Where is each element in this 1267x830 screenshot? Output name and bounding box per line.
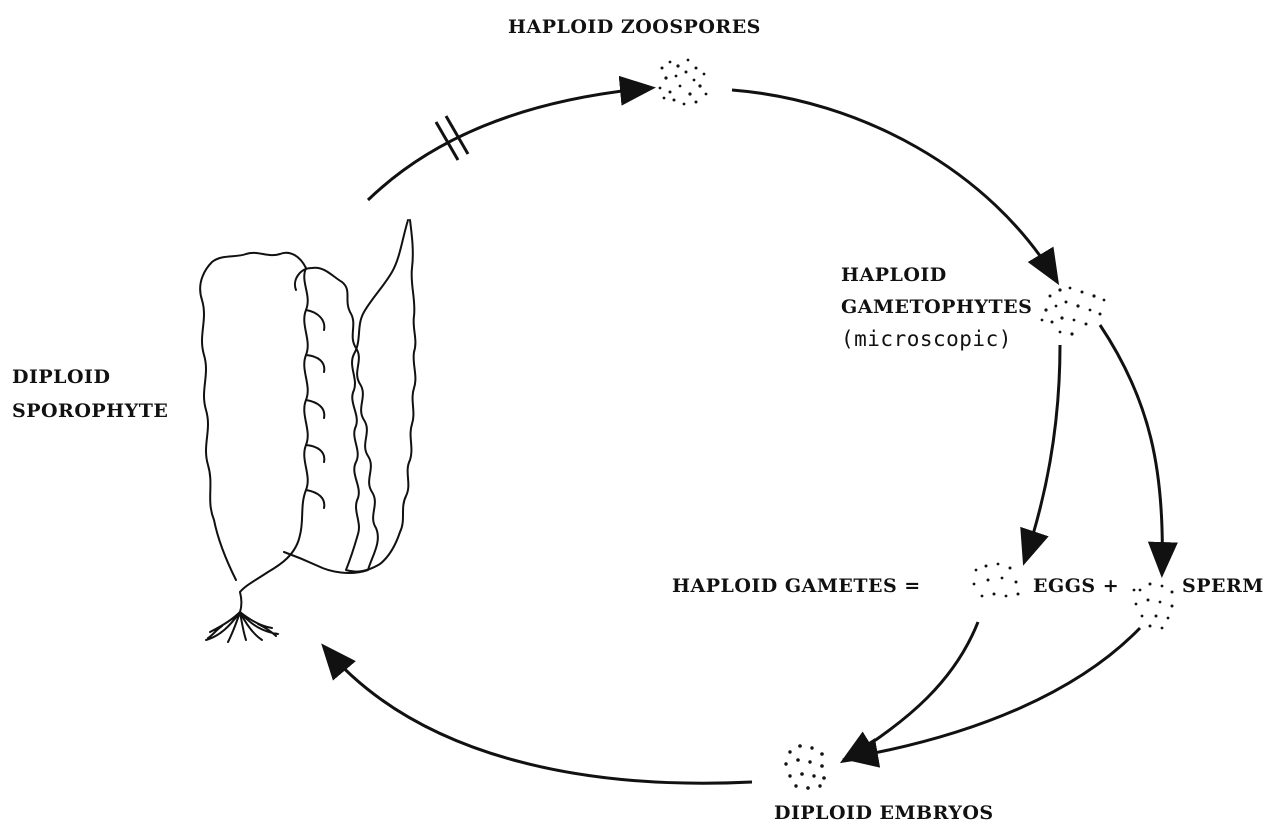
label-haploid-gametophytes-line1: HAPLOID	[841, 262, 947, 288]
kelp-blade-left	[200, 253, 308, 592]
label-haploid-gametophytes-line2: GAMETOPHYTES	[841, 294, 1032, 320]
arrow-gametophytes-to-sperm	[1100, 325, 1162, 572]
kelp-stipe	[240, 592, 242, 612]
eggs-dots	[973, 563, 1020, 598]
label-haploid-gametophytes-line3: (microscopic)	[841, 326, 1012, 352]
kelp-blade-right	[346, 220, 415, 572]
arrow-gametophytes-to-eggs	[1025, 345, 1060, 560]
label-diploid-sporophyte-line1: DIPLOID	[12, 364, 110, 390]
embryos-dots	[784, 744, 826, 790]
arrow-zoospores-to-gametophytes	[732, 90, 1056, 280]
label-diploid-sporophyte-line2: SPOROPHYTE	[12, 398, 168, 424]
arrow-embryos-to-sporophyte	[325, 648, 752, 783]
label-sperm: SPERM	[1182, 573, 1264, 599]
gametophytes-dots	[1041, 287, 1106, 336]
label-haploid-zoospores: HAPLOID ZOOSPORES	[508, 14, 761, 40]
kelp-holdfast	[206, 612, 278, 642]
sporophyte-kelp-illustration	[200, 220, 415, 642]
kelp-fold-lines	[306, 310, 324, 508]
label-eggs: EGGS +	[1033, 573, 1119, 599]
zoospores-dots	[659, 59, 708, 106]
meiosis-hash-marks	[436, 116, 468, 160]
arrow-eggs-to-embryos	[845, 622, 978, 760]
sperm-dots	[1133, 583, 1174, 630]
label-diploid-embryos: DIPLOID EMBRYOS	[774, 800, 994, 826]
label-haploid-gametes: HAPLOID GAMETES =	[672, 573, 921, 599]
arrow-sperm-to-embryos	[848, 628, 1140, 758]
arrow-sporophyte-to-zoospores	[368, 88, 650, 200]
